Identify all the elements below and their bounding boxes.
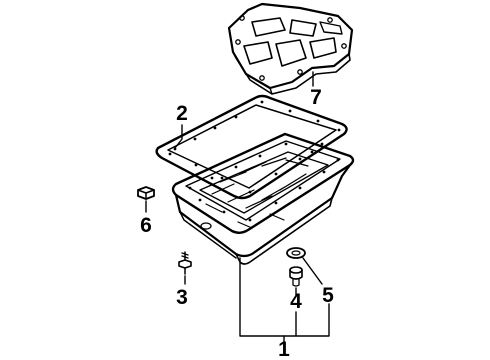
callout-3: 3 (176, 286, 188, 309)
leader-lines (145, 71, 330, 343)
drain-plug (289, 266, 303, 287)
callout-5: 5 (322, 284, 334, 307)
valve-plate (227, 2, 354, 95)
pan-bolt (178, 251, 192, 275)
callout-6: 6 (140, 214, 152, 237)
callout-7: 7 (310, 86, 322, 109)
callout-2: 2 (176, 102, 188, 125)
callout-1: 1 (278, 338, 290, 360)
drain-washer (286, 247, 306, 259)
drain-nut (137, 186, 155, 200)
callout-4: 4 (290, 290, 302, 313)
oil-pan (171, 132, 355, 265)
pan-bolt-holes (188, 142, 340, 222)
